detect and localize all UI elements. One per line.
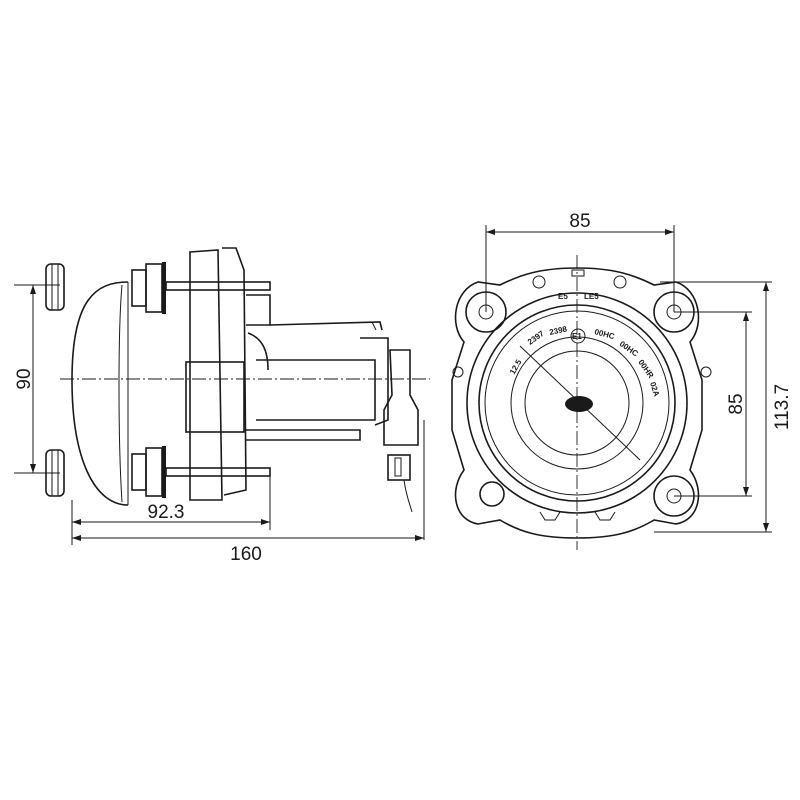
grommet-top (45, 263, 65, 311)
mounting-flange (451, 267, 703, 539)
front-view: E5 LE5 12.5 2397 2398 E1 00HC 00HC 00HR … (451, 211, 793, 550)
side-view: 90 (14, 247, 430, 565)
dimension-113-7: 113.7 (654, 281, 793, 533)
screw-bosses (452, 275, 712, 517)
marking-2397: 2397 (526, 329, 546, 347)
marking-e1: E1 (572, 332, 582, 341)
marking-e5: E5 (558, 292, 568, 301)
marking-le5: LE5 (584, 292, 599, 301)
mount-bolt-bottom (131, 446, 271, 498)
dimension-label-85-height: 85 (726, 393, 747, 414)
bulb-emblem (565, 396, 593, 412)
marking-2398: 2398 (549, 324, 569, 337)
dimension-92-3: 92.3 (71, 476, 271, 545)
dimension-160: 160 (72, 535, 424, 565)
housing (185, 247, 389, 501)
marking-02a: 02A (648, 381, 661, 398)
marking-00hc-2: 00HC (618, 339, 640, 358)
marking-00hr: 00HR (636, 358, 655, 380)
dimension-label-92-3: 92.3 (148, 502, 185, 523)
dimension-label-160: 160 (230, 544, 262, 565)
dimension-label-85-width: 85 (569, 211, 590, 232)
dimension-label-113-7: 113.7 (772, 384, 793, 430)
mount-bolt-top (131, 262, 271, 314)
connector (383, 349, 425, 540)
dimension-85-height: 85 (674, 311, 752, 497)
marking-00hc-1: 00HC (593, 327, 615, 341)
dimension-85-width: 85 (485, 211, 675, 312)
dimension-label-90: 90 (14, 368, 35, 389)
lens-dome (71, 281, 129, 506)
dimension-90: 90 (14, 284, 60, 474)
